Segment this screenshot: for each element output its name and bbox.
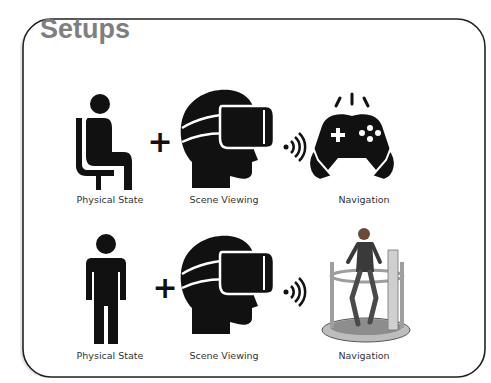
svg-text:+: + [147,124,172,159]
physical-state-label: Physical State [77,350,144,361]
physical-state-label: Physical State [77,194,144,205]
navigation-label: Navigation [338,194,389,205]
scene-viewing-label: Scene Viewing [189,350,258,361]
panel-title: Setups [40,14,130,45]
scene-viewing-label: Scene Viewing [189,194,258,205]
svg-text:+: + [152,270,177,305]
navigation-label: Navigation [338,350,389,361]
